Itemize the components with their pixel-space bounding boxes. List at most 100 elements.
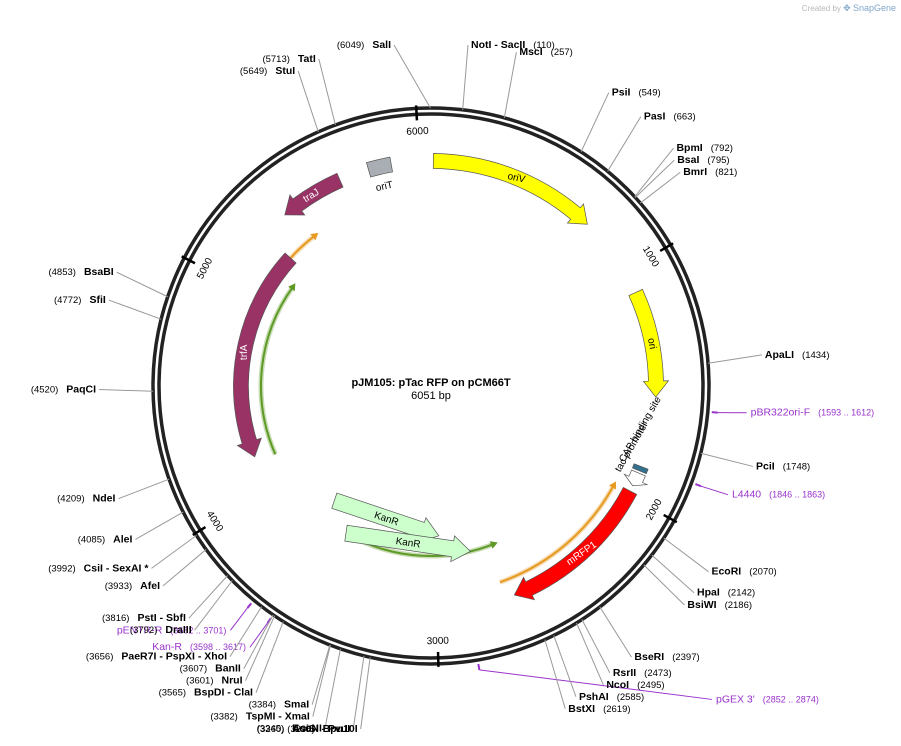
- site-leader: [360, 657, 371, 730]
- primer-label: Kan-R (3598 .. 3617): [152, 641, 246, 653]
- site-name: Bpu10I: [323, 723, 358, 735]
- site-leader: [580, 92, 610, 153]
- site-position: (2397): [672, 652, 699, 663]
- site-position: (5713): [262, 54, 289, 65]
- site-label: MscI(257): [519, 46, 573, 58]
- site-position: (5649): [240, 66, 267, 77]
- feature-label-ori: ori: [645, 337, 658, 350]
- site-name: AsiSI - PvuI: [292, 723, 350, 735]
- tick-mark-5000: [181, 255, 196, 265]
- site-position: (3816): [102, 613, 129, 624]
- snapgene-credit: Created by ✥ SnapGene: [802, 3, 896, 14]
- site-name: PasI: [644, 111, 666, 123]
- site-leader: [151, 534, 197, 569]
- primer-range: (1593 .. 1612): [818, 408, 874, 418]
- site-label: EcoRI (2070): [711, 566, 776, 578]
- site-position: (4853): [48, 267, 75, 278]
- site-leader: [118, 478, 170, 500]
- site-name: PaqCI: [66, 384, 96, 396]
- site-leader: [99, 389, 154, 392]
- site-name: BsiWI: [687, 599, 716, 611]
- site-name: EcoRI: [711, 566, 741, 578]
- tick-label: 1000: [640, 244, 661, 269]
- site-position: (821): [715, 167, 737, 178]
- feature-mRFP1: [513, 486, 638, 601]
- plasmid-length: 6051 bp: [411, 390, 451, 402]
- site-label: PsiI(549): [612, 87, 661, 99]
- site-label: (5713)TatI: [262, 53, 315, 65]
- site-position: (4085): [78, 534, 105, 545]
- site-label: (3384)SmaI: [249, 699, 310, 711]
- site-leader: [229, 606, 263, 657]
- site-label: NcoI (2495): [606, 679, 664, 691]
- site-label: BstXI (2619): [568, 703, 630, 715]
- site-leader: [544, 639, 566, 709]
- tick-mark-6000: [414, 105, 419, 121]
- site-leader: [297, 70, 319, 133]
- site-leader: [607, 116, 642, 172]
- primer-name: Kan-R: [152, 641, 182, 653]
- site-name: BmrI: [683, 166, 707, 178]
- site-position: (3601): [186, 676, 213, 687]
- primer-range: (1846 .. 1863): [769, 490, 825, 500]
- site-position: (3992): [48, 563, 75, 574]
- tick-label: 2000: [644, 497, 665, 522]
- site-label: (4209)NdeI: [57, 493, 115, 505]
- site-position: (3345): [257, 724, 284, 735]
- site-name: TspMI - XmaI: [246, 711, 310, 723]
- site-name: StuI: [275, 65, 295, 77]
- site-position: (4520): [31, 385, 58, 396]
- feature-kanr2: [344, 524, 472, 563]
- backbone-outer: [151, 106, 711, 666]
- feature-label-kanr2: KanR: [395, 536, 421, 550]
- primer-mark: [477, 663, 481, 671]
- primer-range: (3598 .. 3617): [190, 642, 246, 652]
- site-label: (6049)SalI: [337, 39, 391, 51]
- primer-leader: [230, 607, 248, 631]
- tick-label: 3000: [426, 636, 449, 648]
- feature-trfA: [233, 252, 297, 458]
- site-position: (1434): [802, 350, 829, 361]
- site-name: NdeI: [93, 493, 116, 505]
- site-name: PstI - SbfI: [137, 612, 186, 624]
- site-position: (2619): [603, 704, 630, 715]
- site-name: BpmI: [676, 142, 702, 154]
- site-leader: [352, 655, 365, 730]
- site-position: (2070): [749, 567, 776, 578]
- site-name: EcoNI: [292, 723, 322, 735]
- site-leader: [663, 537, 709, 573]
- site-leader: [188, 575, 228, 619]
- site-label: PshAI(2585): [579, 691, 644, 703]
- site-label: RsrII(2473): [613, 667, 672, 679]
- primer-mark: [711, 411, 718, 414]
- primer-range: (2852 .. 2874): [763, 694, 819, 704]
- site-position: (2495): [637, 680, 664, 691]
- primer-mark: [246, 602, 253, 609]
- site-name: NcoI: [606, 679, 629, 691]
- feature-label-oriV: oriV: [506, 171, 526, 186]
- tick-mark-2000: [663, 513, 678, 524]
- orf-arrowhead: [310, 232, 319, 241]
- site-leader: [162, 549, 207, 587]
- site-label: (3345) EcoNI: [257, 723, 322, 735]
- primer-leader: [479, 669, 713, 700]
- site-leader: [243, 614, 274, 669]
- site-leader: [634, 147, 674, 198]
- site-label: (4772)SfiI: [54, 294, 106, 306]
- site-name: BsaI: [677, 154, 699, 166]
- backbone-inner: [157, 112, 705, 660]
- site-label: (3238)Bpu10I: [287, 723, 358, 735]
- site-name: HpaI: [697, 587, 720, 599]
- site-name: BstXI: [568, 703, 595, 715]
- site-position: (663): [673, 112, 695, 123]
- restriction-sites: NotI - SacII(110)MscI(257)PsiI(549)PasI(…: [31, 39, 830, 735]
- site-leader: [318, 58, 336, 126]
- site-label: (3607)BanII: [180, 663, 241, 675]
- site-position: (2585): [617, 692, 644, 703]
- site-label: HpaI(2142): [697, 587, 755, 599]
- site-name: DraIII: [165, 624, 191, 636]
- site-label: BsaI(795): [677, 154, 729, 166]
- site-label: (4085)AleI: [78, 533, 133, 545]
- site-leader: [643, 564, 685, 606]
